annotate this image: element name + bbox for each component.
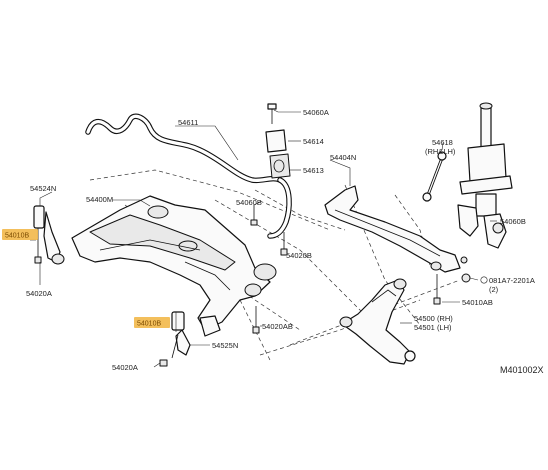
label-54400M: 54400M	[86, 195, 113, 204]
label-54020A-bottom: 54020A	[112, 363, 138, 372]
diagram-code: M401002X	[500, 365, 544, 375]
label-081A7-sub: (2)	[489, 285, 499, 294]
highlight-54010B-low	[134, 317, 170, 328]
label-54020AB: 54020AB	[262, 322, 293, 331]
label-54010AB: 54010AB	[462, 298, 493, 307]
label-54060A: 54060A	[303, 108, 329, 117]
stabilizer-bushing-and-clamp	[265, 103, 291, 179]
part-labels: 54010B 54524N 54400M 54020A 54611 54060A…	[2, 108, 544, 375]
stabilizer-link	[422, 151, 447, 202]
label-54404N: 54404N	[330, 153, 356, 162]
label-54020B: 54020B	[286, 251, 312, 260]
label-54060B: 54060B	[236, 198, 262, 207]
bolt-symbol-icon	[480, 276, 488, 284]
label-54614: 54614	[303, 137, 324, 146]
label-54501: 54501 (LH)	[414, 323, 452, 332]
lower-left-link	[159, 311, 221, 367]
stabilizer-bar	[85, 113, 292, 239]
label-54611: 54611	[178, 118, 198, 127]
label-54525N: 54525N	[212, 341, 238, 350]
label-54500: 54500 (RH)	[414, 314, 453, 323]
highlight-54010B-top	[2, 229, 38, 240]
upper-left-link	[33, 205, 65, 265]
label-54618: 54618	[432, 138, 453, 147]
label-54020A-left: 54020A	[26, 289, 52, 298]
label-54524N: 54524N	[30, 184, 56, 193]
leader-lines	[30, 109, 497, 368]
bolts	[250, 205, 471, 334]
label-54010B-low: 54010B	[137, 321, 161, 328]
front-member-54404N	[324, 185, 461, 273]
lower-control-arm	[339, 278, 416, 365]
strut-assembly	[457, 102, 513, 249]
label-54060B-right: 54060B	[500, 217, 526, 226]
label-54618-sub: (RH&LH)	[425, 147, 456, 156]
front-subframe	[71, 195, 277, 331]
label-54010B-top: 54010B	[5, 233, 29, 240]
label-54613: 54613	[303, 166, 324, 175]
label-081A7: 081A7-2201A	[489, 276, 535, 285]
